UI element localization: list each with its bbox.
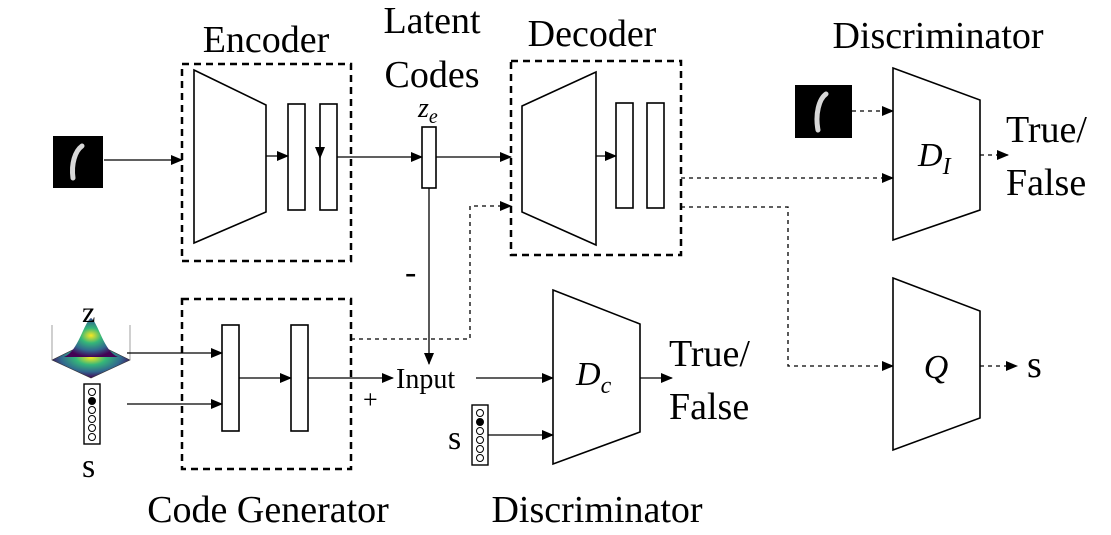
ze-label: ze <box>417 93 438 128</box>
true-false-top-line1: True/ <box>1006 109 1087 151</box>
true-false-mid-line1: True/ <box>669 333 750 375</box>
decoder-box <box>509 59 683 257</box>
decoder-trapezoid <box>521 70 597 247</box>
q-output-s: s <box>1027 344 1042 386</box>
q-label: Q <box>924 349 949 386</box>
categorical-code-vector <box>83 383 101 445</box>
q-network-trapezoid <box>892 276 981 452</box>
latent-codes-line2: Codes <box>385 54 480 96</box>
real-digit-image <box>795 85 852 138</box>
encoder-title: Encoder <box>203 19 330 61</box>
code-generator-layer-1 <box>221 324 240 432</box>
s-generator-label: s <box>82 448 95 485</box>
encoder-layer-1 <box>287 103 306 211</box>
code-generator-layer-2 <box>290 324 309 432</box>
di-label: DI <box>917 137 952 180</box>
dc-label: Dc <box>575 356 612 399</box>
input-digit-image <box>53 136 103 188</box>
true-false-mid-line2: False <box>669 386 749 428</box>
encoder-layer-2 <box>319 103 338 211</box>
dc-categorical-code-vector <box>471 404 489 466</box>
gaussian-prior-plot <box>51 318 131 379</box>
code-generator-box <box>180 297 353 471</box>
discriminator-bottom-title: Discriminator <box>491 489 702 531</box>
s-dc-label: s <box>448 420 461 457</box>
encoder-trapezoid <box>193 68 267 245</box>
decoder-layer-1 <box>615 102 634 209</box>
discriminator-dc-trapezoid <box>552 288 641 466</box>
true-false-top-line2: False <box>1006 162 1086 204</box>
z-label: z <box>82 296 95 329</box>
discriminator-top-title: Discriminator <box>832 15 1043 57</box>
decoder-title: Decoder <box>528 13 657 55</box>
latent-code-ze <box>421 126 437 189</box>
minus-sign: - <box>405 254 416 291</box>
decoder-layer-2 <box>646 102 665 209</box>
input-label: Input <box>396 364 455 395</box>
encoder-box <box>180 62 353 263</box>
latent-codes-line1: Latent <box>383 0 481 42</box>
plus-sign: + <box>363 385 378 414</box>
code-generator-title: Code Generator <box>147 489 389 531</box>
